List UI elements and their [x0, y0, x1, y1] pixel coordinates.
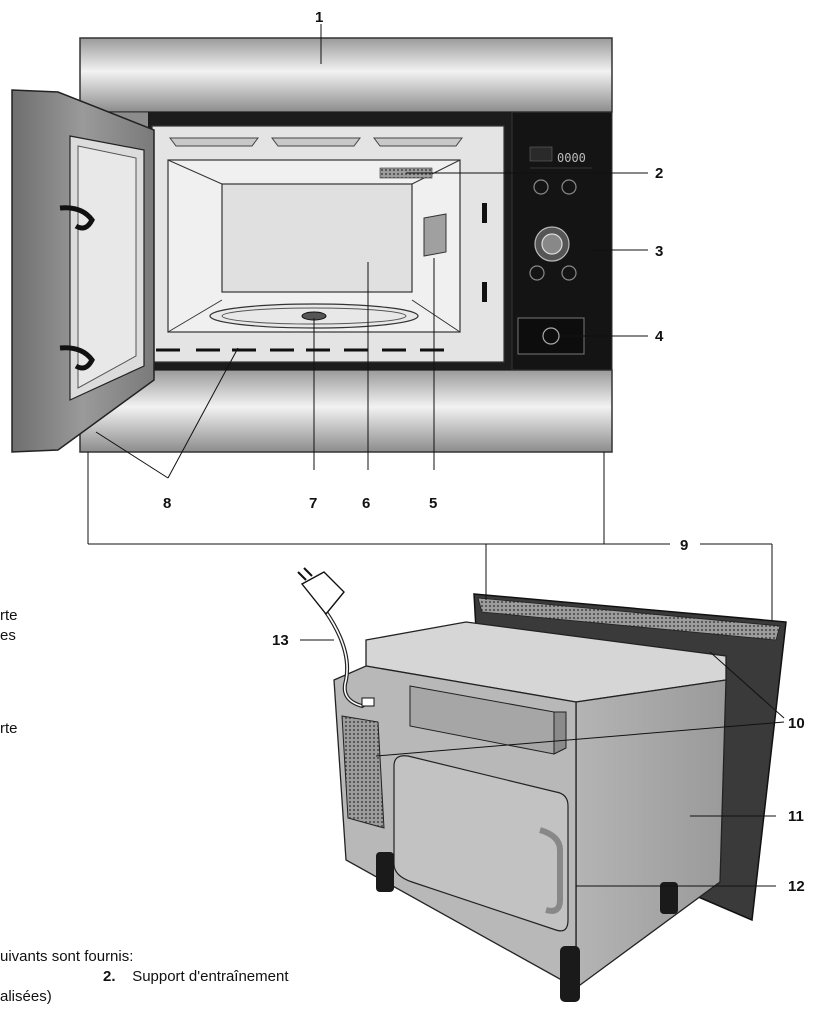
cavity-corner-line	[167, 159, 223, 185]
microwave-front-view: 0000	[11, 37, 613, 453]
waveguide-cover-5	[423, 213, 447, 257]
frame-vent-strip-10	[477, 597, 781, 641]
side-text-line3: rte	[0, 720, 18, 737]
wall-slot	[482, 203, 487, 223]
power-button[interactable]	[533, 179, 549, 195]
box-side-11	[575, 679, 727, 990]
callout-11: 11	[788, 808, 804, 825]
callout-9: 9	[680, 537, 688, 554]
leader-lines-bottom	[300, 543, 785, 887]
callout-8: 8	[163, 495, 171, 512]
callout-3: 3	[655, 243, 663, 260]
top-recess-edge	[553, 711, 567, 755]
door-glass-inner	[77, 145, 137, 389]
foot	[560, 946, 580, 1002]
side-vent-mesh	[341, 715, 385, 829]
callout-5: 5	[429, 495, 437, 512]
callout-7: 7	[309, 495, 317, 512]
callout-10: 10	[788, 715, 805, 732]
callout-2: 2	[655, 165, 663, 182]
plug-icon	[300, 571, 345, 616]
plug-pin	[297, 571, 307, 581]
ceiling-slot	[271, 137, 361, 147]
cavity-corner-line	[167, 299, 223, 333]
callout-1: 1	[315, 9, 323, 26]
window-glass-6	[221, 183, 413, 293]
start-button[interactable]	[561, 265, 577, 281]
callout-13: 13	[272, 632, 289, 649]
cord-connector	[361, 697, 375, 707]
ceiling-slot	[169, 137, 259, 147]
cavity-corner-line	[411, 159, 461, 185]
callout-12: 12	[788, 878, 805, 895]
door-hook	[59, 205, 95, 231]
time-button[interactable]	[561, 179, 577, 195]
control-panel-display: 0000	[529, 146, 592, 169]
clock-display: 0000	[557, 151, 586, 165]
list-item-text: Support d'entraînement	[132, 968, 289, 985]
top-frame-panel	[79, 37, 613, 113]
side-text-line1: rte	[0, 607, 18, 624]
door-hook	[59, 345, 95, 371]
callout-6: 6	[362, 495, 370, 512]
side-text-line6: alisées)	[0, 988, 52, 1005]
cavity-corner-line	[411, 299, 461, 333]
side-text-line5: 2. Support d'entraînement	[103, 968, 289, 986]
rear-housing-12	[393, 755, 569, 932]
power-cord-13-inner	[325, 611, 373, 707]
wall-slot	[482, 282, 487, 302]
ceiling-slot	[373, 137, 463, 147]
callout-4: 4	[655, 328, 664, 345]
plug-pin	[303, 567, 313, 577]
control-buttons	[529, 179, 577, 281]
foot	[376, 852, 394, 892]
microwave-rear-view	[297, 567, 787, 1002]
rear-housing-highlight	[539, 827, 563, 914]
bottom-frame-panel	[79, 369, 613, 453]
stop-button[interactable]	[529, 265, 545, 281]
select-knob-center	[541, 233, 563, 255]
foot	[660, 882, 678, 914]
side-text-line2: es	[0, 627, 16, 644]
door-release-button[interactable]	[542, 327, 560, 345]
list-number: 2.	[103, 968, 116, 985]
side-text-line4: uivants sont fournis:	[0, 948, 134, 965]
